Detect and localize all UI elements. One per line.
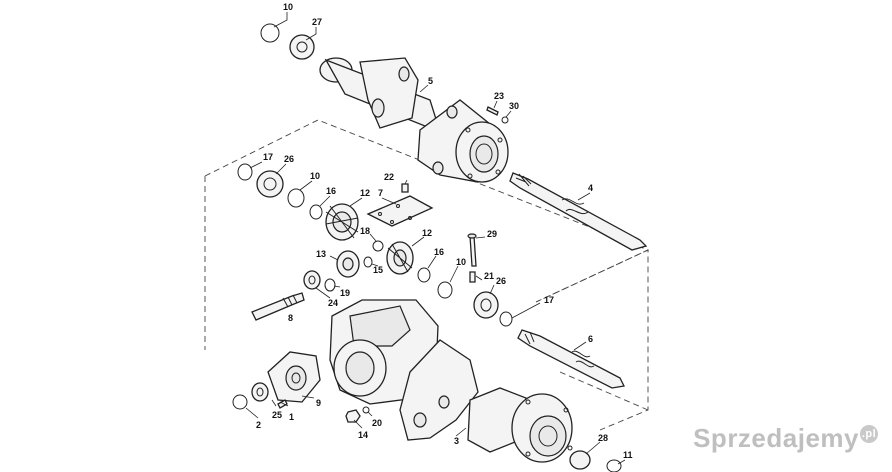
bearing-top [289, 34, 315, 60]
callout-8: 8 [288, 313, 293, 323]
callout-9: 9 [316, 398, 321, 408]
callout-21: 21 [484, 271, 494, 281]
watermark-text: Sprzedajemy [693, 423, 859, 453]
callout-5: 5 [428, 76, 433, 86]
axle-housing-upper [319, 57, 509, 183]
bearing-24 [303, 270, 321, 290]
callout-10: 10 [310, 171, 320, 181]
callout-23: 23 [494, 91, 504, 101]
dashed-outline-lower [204, 176, 649, 431]
spacer-16b [417, 267, 431, 283]
pinion-gear-13 [336, 250, 360, 278]
callout-12: 12 [422, 228, 432, 238]
snap-ring-10b [287, 188, 305, 208]
bearing-26a [256, 170, 284, 198]
washer-30 [501, 116, 509, 124]
bearing-26b [473, 291, 499, 319]
bearing-1 [251, 382, 269, 402]
bolt-21 [469, 271, 476, 283]
watermark-suffix: .pl [860, 425, 878, 444]
callout-12: 12 [360, 188, 370, 198]
callout-17: 17 [263, 152, 273, 162]
callout-4: 4 [588, 183, 593, 193]
cover-plate-7 [366, 195, 434, 227]
callout-10: 10 [456, 257, 466, 267]
shaft-4 [509, 172, 648, 251]
washer-20 [362, 406, 370, 414]
cover-9 [267, 351, 321, 403]
snap-ring-11 [606, 459, 622, 472]
callout-25: 25 [272, 410, 282, 420]
callout-28: 28 [598, 433, 608, 443]
callout-24: 24 [328, 298, 338, 308]
plug-22 [401, 183, 409, 193]
shaft-6 [517, 329, 625, 389]
bushing-18 [372, 240, 384, 252]
seal-17b [499, 311, 513, 327]
washer-15 [363, 256, 373, 268]
callout-30: 30 [509, 101, 519, 111]
spacer-16a [309, 204, 323, 220]
flange-housing-28 [511, 393, 573, 463]
dipstick-29 [467, 233, 477, 267]
callout-15: 15 [373, 265, 383, 275]
callout-13: 13 [316, 249, 326, 259]
bolt-23 [486, 106, 499, 116]
nut-14 [345, 409, 361, 423]
bearing-28 [569, 450, 591, 470]
callout-2: 2 [256, 420, 261, 430]
callout-7: 7 [378, 188, 383, 198]
callout-19: 19 [340, 288, 350, 298]
callout-labels: 10 27 5 23 30 17 26 10 16 12 22 7 4 29 1… [256, 2, 633, 460]
callout-14: 14 [358, 430, 368, 440]
callout-26: 26 [284, 154, 294, 164]
callout-10: 10 [283, 2, 293, 12]
dashed-outline-right [559, 371, 649, 411]
leader-lines [245, 12, 626, 465]
snap-ring-10c [437, 281, 453, 299]
callout-17: 17 [544, 295, 554, 305]
seal-2 [232, 394, 248, 410]
main-housing-3 [329, 299, 527, 453]
callout-3: 3 [454, 436, 459, 446]
snap-ring-top [260, 23, 280, 43]
input-shaft-8 [251, 292, 305, 321]
callout-26: 26 [496, 276, 506, 286]
seal-17a [237, 163, 253, 181]
watermark-logo: Sprzedajemy.pl [693, 423, 878, 454]
bevel-gear-12a [325, 203, 359, 241]
callout-22: 22 [384, 172, 394, 182]
callout-18: 18 [360, 226, 370, 236]
bolt-25 [277, 399, 288, 409]
callout-6: 6 [588, 334, 593, 344]
callout-20: 20 [372, 418, 382, 428]
callout-16: 16 [434, 247, 444, 257]
callout-16: 16 [326, 186, 336, 196]
callout-11: 11 [623, 450, 633, 460]
bevel-gear-12b [386, 241, 414, 275]
callout-1: 1 [289, 412, 294, 422]
callout-27: 27 [312, 17, 322, 27]
callout-29: 29 [487, 229, 497, 239]
seal-19 [324, 278, 336, 292]
